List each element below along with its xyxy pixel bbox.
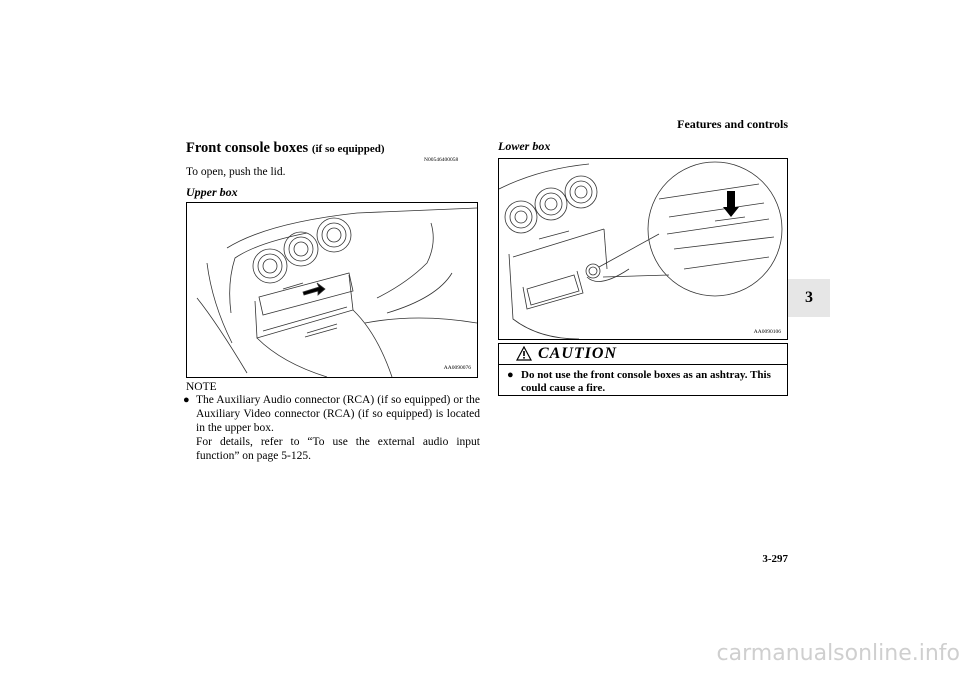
section-title-text: Front console boxes <box>186 140 309 156</box>
bullet-icon: ● <box>507 369 514 381</box>
reference-code: N00546400058 <box>424 157 459 163</box>
note-item-reference: For details, refer to “To use the extern… <box>196 436 480 462</box>
intro-text: To open, push the lid. <box>186 166 286 178</box>
note-list: ● The Auxiliary Audio connector (RCA) (i… <box>183 393 480 463</box>
lower-box-heading: Lower box <box>498 139 551 153</box>
warning-triangle-icon <box>516 346 532 361</box>
section-qualifier: (if so equipped) <box>311 143 385 155</box>
caution-text: ● Do not use the front console boxes as … <box>507 369 783 395</box>
lower-console-box-icon <box>499 161 783 339</box>
caution-box: CAUTION ● Do not use the front console b… <box>498 343 788 396</box>
watermark: carmanualsonline.info <box>716 641 960 666</box>
upper-figure-code: AA0090076 <box>443 365 471 371</box>
lower-figure-code: AA0090106 <box>753 329 781 335</box>
chapter-tab: 3 <box>788 279 830 317</box>
upper-console-box-icon <box>196 207 477 377</box>
running-header: Features and controls <box>677 117 788 131</box>
page-number: 3-297 <box>762 553 788 565</box>
caution-message: Do not use the front console boxes as an… <box>521 369 771 394</box>
chapter-number: 3 <box>805 289 813 306</box>
note-label: NOTE <box>186 381 217 393</box>
note-item-text: The Auxiliary Audio connector (RCA) (if … <box>196 394 480 434</box>
section-title: Front console boxes (if so equipped) <box>186 140 385 157</box>
lower-box-figure: AA0090106 <box>498 158 788 340</box>
caution-header: CAUTION <box>499 344 787 365</box>
bullet-icon: ● <box>183 394 190 406</box>
upper-box-heading: Upper box <box>186 185 238 199</box>
caution-title: CAUTION <box>538 345 618 362</box>
upper-box-figure: AA0090076 <box>186 202 478 378</box>
